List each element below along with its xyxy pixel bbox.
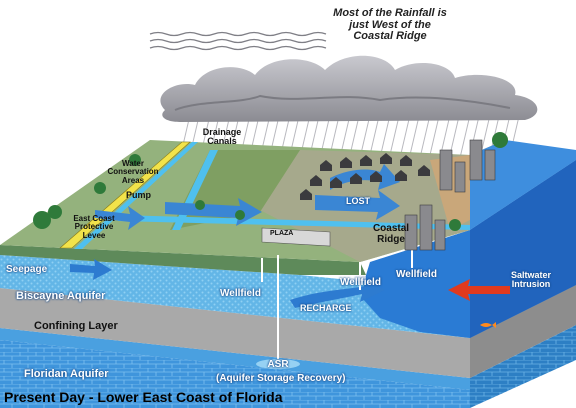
floridan-aquifer-label: Floridan Aquifer [24, 368, 109, 380]
sea-surface [470, 140, 576, 230]
biscayne-aquifer [0, 255, 470, 338]
seepage-label: Seepage [6, 264, 48, 275]
asr-bubble [256, 359, 300, 369]
rainfall-note: Most of the Rainfall is just West of the… [333, 7, 447, 43]
confining-layer-label: Confining Layer [34, 320, 118, 332]
pump-label: Pump [126, 190, 152, 200]
skyscrapers [404, 139, 496, 251]
east-coast-levee-label: East Coast Protective Levee [73, 214, 115, 240]
water-conservation-areas-label: Water Conservation Areas [107, 159, 159, 185]
palm-trees [33, 132, 508, 231]
floridan-aquifer-top [0, 328, 470, 390]
coastal-ridge-label: Coastal Ridge [372, 223, 410, 245]
confining-layer-side [470, 285, 576, 378]
plaza-label: PLAZA [270, 230, 294, 237]
levee [59, 141, 191, 249]
wellfield-label-3: Wellfield [396, 269, 437, 280]
storm-cloud [160, 55, 538, 123]
levee-canal [74, 142, 198, 249]
wells [261, 245, 413, 362]
confining-layer [0, 288, 470, 378]
recharge-label: RECHARGE [300, 303, 352, 313]
wellfield-label-1: Wellfield [220, 288, 261, 299]
asr-full-label: (Aquifer Storage Recovery) [216, 373, 346, 384]
wind-lines [149, 31, 327, 51]
houses [300, 153, 430, 200]
saltwater-intrusion-label: Saltwater Intrusion [510, 270, 552, 290]
floridan-aquifer-front [0, 340, 470, 408]
ocean-front [362, 230, 470, 338]
asr-label: ASR [267, 359, 289, 370]
lost-label: LOST [346, 196, 370, 206]
biscayne-aquifer-label: Biscayne Aquifer [16, 290, 106, 302]
ground-front [0, 245, 366, 275]
figure-caption: Present Day - Lower East Coast of Florid… [4, 389, 283, 405]
fish-icon [480, 322, 496, 328]
drainage-canals-label: Drainage Canals [202, 127, 242, 147]
canal-east-west [118, 215, 470, 230]
wellfield-label-2: Wellfield [340, 277, 381, 288]
plaza-building [261, 227, 331, 247]
floridan-aquifer-side [470, 325, 576, 408]
